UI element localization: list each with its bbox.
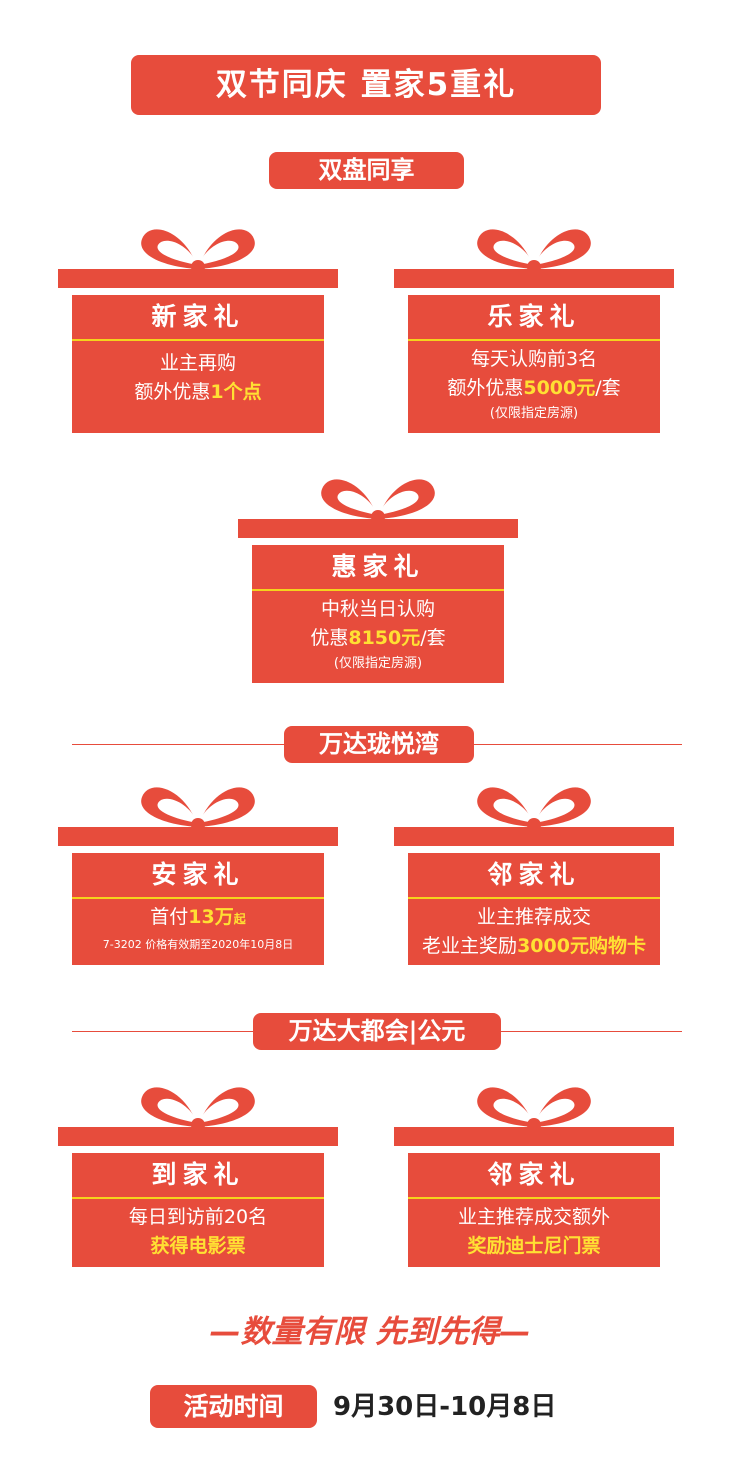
gift-body: 业主再购 额外优惠1个点 [72,349,324,407]
gift-highlight-small: 起 [233,912,246,926]
gift-lid [58,827,338,846]
gift-line: 业主推荐成交额外 [457,1206,610,1228]
gift-divider [72,1197,324,1199]
gift-line: 首付13万起 [72,903,324,934]
gift-lid [58,1127,338,1146]
section-label-longyuewan: 万达珑悦湾 [284,726,474,763]
gift-body: 每天认购前3名 额外优惠5000元/套 (仅限指定房源) [408,345,660,425]
gift-title: 邻家礼 [487,860,581,889]
ribbon-bow-icon [141,229,255,274]
ribbon-bow-icon [477,1087,591,1132]
gift-body: 业主推荐成交 老业主奖励3000元购物卡 [408,903,660,961]
gift-line: 额外优惠5000元/套 [408,374,660,403]
gift-card-linjia-2: 邻家礼 业主推荐成交额外 奖励迪士尼门票 [394,1079,674,1267]
gift-box: 新家礼 业主再购 额外优惠1个点 [72,295,324,433]
gift-divider [408,897,660,899]
gift-text: 额外优惠 [447,377,524,399]
gift-title: 乐家礼 [487,302,581,331]
gift-line: 优惠8150元/套 [252,624,504,653]
gift-divider [408,339,660,341]
gift-highlight: 8150元 [348,627,421,649]
ribbon-bow-icon [141,1087,255,1132]
gift-lid [58,269,338,288]
gift-box: 惠家礼 中秋当日认购 优惠8150元/套 (仅限指定房源) [252,545,504,683]
gift-lid [394,827,674,846]
gift-divider [72,339,324,341]
gift-line: 业主再购 [159,352,236,374]
gift-lid [394,269,674,288]
gift-box: 安家礼 首付13万起 7-3202 价格有效期至2020年10月8日 [72,853,324,965]
gift-title: 安家礼 [151,860,245,889]
event-time-label: 活动时间 [150,1385,317,1428]
gift-highlight: 1个点 [210,381,262,403]
gift-note: (仅限指定房源) [489,406,579,421]
gift-body: 每日到访前20名 获得电影票 [72,1203,324,1261]
gift-body: 中秋当日认购 优惠8150元/套 (仅限指定房源) [252,595,504,675]
gift-lid [238,519,518,538]
gift-highlight: 获得电影票 [150,1235,246,1257]
gift-note: (仅限指定房源) [333,656,423,671]
section-label-daduhui: 万达大都会|公元 [253,1013,501,1050]
ribbon-bow-icon [477,787,591,832]
gift-body: 首付13万起 7-3202 价格有效期至2020年10月8日 [72,903,324,956]
gift-highlight: 13万 [188,906,234,928]
gift-card-huijia: 惠家礼 中秋当日认购 优惠8150元/套 (仅限指定房源) [238,471,518,683]
gift-box: 乐家礼 每天认购前3名 额外优惠5000元/套 (仅限指定房源) [408,295,660,433]
gift-note: 7-3202 价格有效期至2020年10月8日 [102,938,294,951]
gift-highlight: 5000元 [523,377,596,399]
gift-line: 业主推荐成交 [476,906,591,928]
gift-divider [252,589,504,591]
gift-body: 业主推荐成交额外 奖励迪士尼门票 [408,1203,660,1261]
gift-card-lejia: 乐家礼 每天认购前3名 额外优惠5000元/套 (仅限指定房源) [394,221,674,433]
gift-line: 每天认购前3名 [470,348,598,370]
gift-card-xinjia: 新家礼 业主再购 额外优惠1个点 [58,221,338,433]
gift-lid [394,1127,674,1146]
gift-card-anjia: 安家礼 首付13万起 7-3202 价格有效期至2020年10月8日 [58,779,338,965]
ribbon-bow-icon [477,229,591,274]
event-time-value: 9月30日-10月8日 [333,1392,557,1422]
gift-text: /套 [595,377,621,399]
ribbon-bow-icon [321,479,435,524]
gift-title: 邻家礼 [487,1160,581,1189]
gift-card-linjia-1: 邻家礼 业主推荐成交 老业主奖励3000元购物卡 [394,779,674,965]
gift-box: 邻家礼 业主推荐成交额外 奖励迪士尼门票 [408,1153,660,1267]
slogan: —数量有限 先到先得— [209,1314,531,1350]
gift-title: 到家礼 [151,1160,245,1189]
gift-divider [72,897,324,899]
gift-box: 到家礼 每日到访前20名 获得电影票 [72,1153,324,1267]
gift-divider [408,1197,660,1199]
gift-highlight: 奖励迪士尼门票 [467,1235,601,1257]
gift-title: 新家礼 [151,302,245,331]
page-banner: 双节同庆 置家5重礼 [131,55,601,115]
gift-text: /套 [420,627,446,649]
gift-text: 优惠 [310,627,349,649]
gift-line: 每日到访前20名 [128,1206,268,1228]
gift-highlight: 3000元购物卡 [517,935,646,957]
gift-box: 邻家礼 业主推荐成交 老业主奖励3000元购物卡 [408,853,660,965]
section-label-shuangpan: 双盘同享 [269,152,464,189]
gift-line: 老业主奖励3000元购物卡 [408,932,660,961]
gift-text: 首付 [150,906,189,928]
gift-line: 额外优惠1个点 [72,378,324,407]
ribbon-bow-icon [141,787,255,832]
gift-title: 惠家礼 [331,552,425,581]
gift-card-daojia: 到家礼 每日到访前20名 获得电影票 [58,1079,338,1267]
gift-text: 额外优惠 [134,381,211,403]
gift-line: 中秋当日认购 [320,598,435,620]
gift-text: 老业主奖励 [422,935,518,957]
